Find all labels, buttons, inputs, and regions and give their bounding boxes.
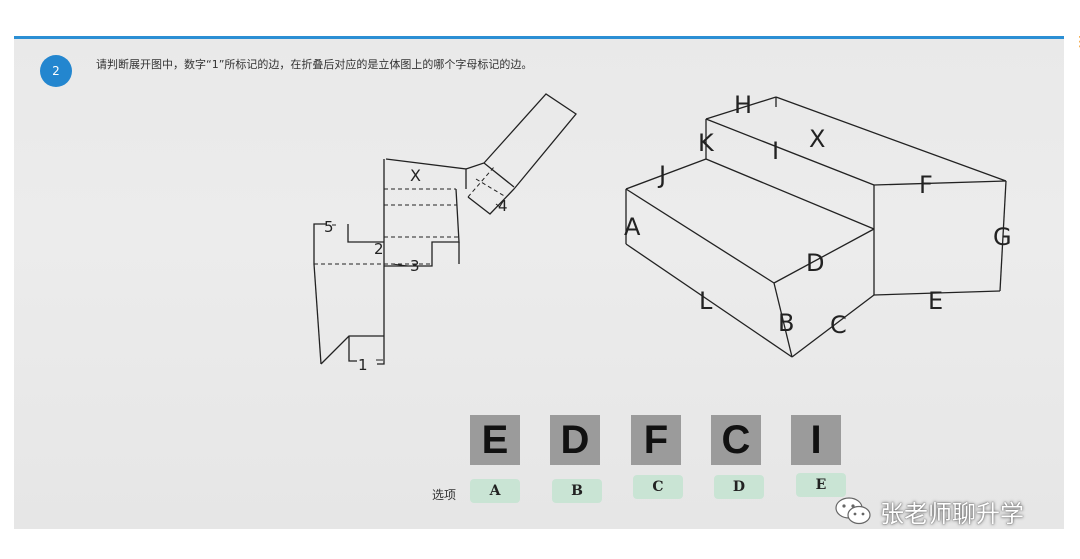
solid-label-a: A [624,213,641,241]
screen-area: 2 请判断展开图中，数字“1”所标记的边，在折叠后对应的是立体图上的哪个字母标记… [14,36,1064,529]
solid-label-g: G [993,223,1012,251]
unfolded-net-figure: X 1 2 3 4 5 [313,93,577,374]
solid-label-e: E [928,287,943,315]
net-label-4: 4 [498,197,508,215]
solid-label-i: I [772,137,779,165]
answer-tile-4: C [711,415,761,465]
net-label-3: 3 [410,257,420,275]
solid-label-k: K [698,129,715,157]
wechat-icon [835,497,871,525]
option-b-button[interactable]: B [552,479,602,503]
answer-tile-2: D [550,415,600,465]
net-label-5: 5 [324,218,334,236]
solid-label-f: F [919,171,933,199]
solid-label-x: X [809,125,825,153]
solid-label-d: D [806,249,824,277]
answer-tile-5: I [791,415,841,465]
option-a-button[interactable]: A [470,479,520,503]
option-d-button[interactable]: D [714,475,764,499]
net-label-1: 1 [358,356,368,374]
solid-label-j: J [657,161,666,189]
solid-label-c: C [830,311,847,339]
option-c-button[interactable]: C [633,475,683,499]
orange-dots-icon: ⋮ [1073,34,1080,50]
net-label-2: 2 [374,240,384,258]
net-label-x: X [410,166,421,185]
question-text: 请判断展开图中，数字“1”所标记的边，在折叠后对应的是立体图上的哪个字母标记的边… [96,58,533,71]
answer-tile-1: E [470,415,520,465]
question-number-badge: 2 [40,55,72,87]
watermark: 张老师聊升学 [834,494,1024,528]
watermark-text: 张老师聊升学 [880,499,1024,528]
option-e-button[interactable]: E [796,473,846,497]
solid-3d-figure: H K I X J F A G D L B C E [624,91,1012,358]
solid-label-b: B [778,309,794,337]
solid-label-l: L [699,287,713,315]
solid-label-h: H [734,91,752,119]
options-label: 选项 [432,488,457,502]
answer-tile-3: F [631,415,681,465]
